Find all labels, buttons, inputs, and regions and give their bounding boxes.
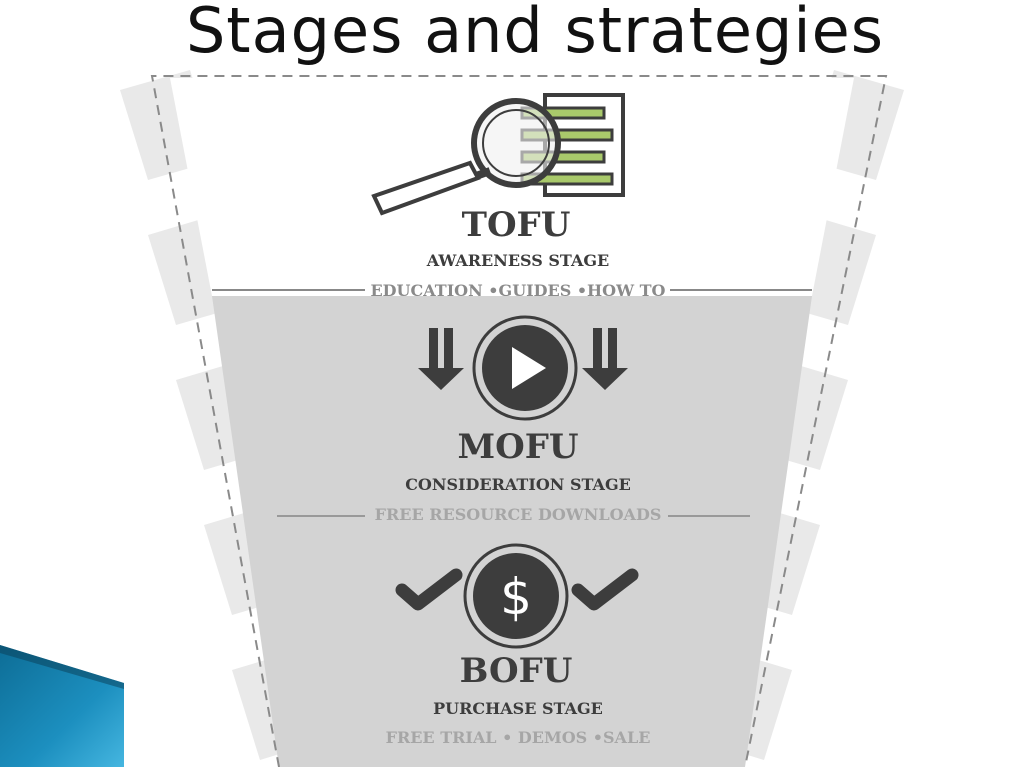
slide-title: Stages and strategies [185, 0, 885, 67]
bofu-stage-label: PURCHASE STAGE [433, 699, 603, 718]
svg-text:$: $ [500, 568, 532, 626]
mofu-strategies: FREE RESOURCE DOWNLOADS [375, 505, 662, 524]
funnel-body [212, 296, 812, 767]
mofu-stage-label: CONSIDERATION STAGE [405, 475, 631, 494]
checkmark-left-icon [395, 568, 463, 611]
down-arrow-right-icon [582, 328, 628, 390]
mofu-code: MOFU [457, 427, 578, 467]
magnifier-document-icon [371, 93, 625, 216]
bofu-strategies: FREE TRIAL • DEMOS •SALE [386, 728, 651, 747]
bofu-code: BOFU [460, 651, 573, 691]
down-arrow-left-icon [418, 328, 464, 390]
play-button-icon [472, 315, 578, 421]
corner-accent [0, 645, 124, 767]
tofu-stage-label: AWARENESS STAGE [426, 251, 609, 270]
dollar-coin-icon: $ [463, 543, 569, 649]
checkmark-right-icon [571, 568, 639, 611]
tofu-strategies: EDUCATION •GUIDES •HOW TO [370, 281, 665, 300]
funnel-dashed-outline [150, 75, 888, 767]
tofu-code: TOFU [462, 205, 571, 245]
